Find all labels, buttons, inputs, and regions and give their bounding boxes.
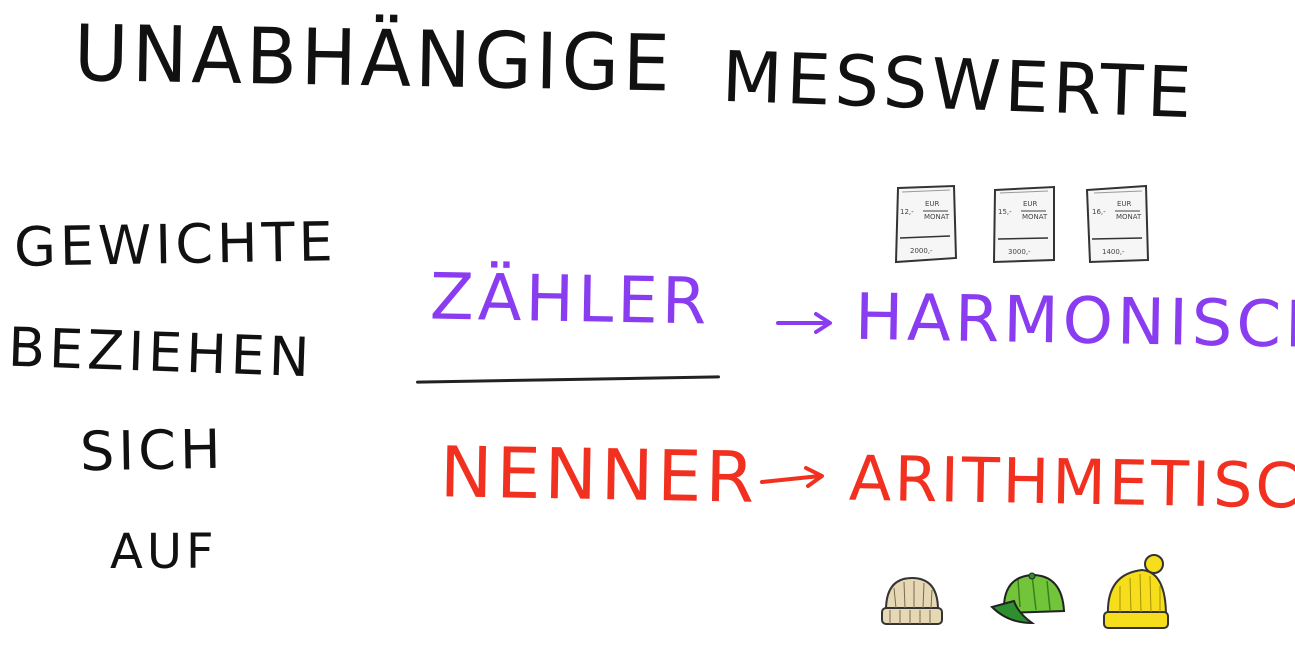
cap-icon — [990, 572, 1066, 625]
receipt-icon: 16,- EUR MONAT 1400,- — [1085, 184, 1150, 264]
side-text-line-1: GEWICHTE — [13, 210, 338, 279]
title-line-2: MESSWERTE — [720, 35, 1197, 135]
receipt-2-total: 3000,- — [1008, 248, 1031, 256]
fraction-line — [415, 375, 721, 384]
side-text-line-2: BEZIEHEN — [7, 315, 315, 390]
denominator-result: ARITHMETISCH — [848, 441, 1295, 524]
side-text-line-3: SICH — [79, 417, 226, 484]
receipt-1-unit-bottom: MONAT — [924, 213, 950, 221]
numerator-result: HARMONISCH — [854, 280, 1295, 364]
arrow-right-icon — [776, 312, 832, 334]
receipt-3-unit-top: EUR — [1117, 200, 1132, 208]
receipt-1-unit-top: EUR — [925, 200, 940, 208]
receipt-3-amount: 16,- — [1092, 208, 1106, 216]
receipt-2-unit-top: EUR — [1023, 200, 1038, 208]
receipt-3-total: 1400,- — [1102, 248, 1125, 256]
beanie-hat-icon — [881, 576, 943, 625]
receipt-icon: 12,- EUR MONAT 2000,- — [894, 184, 958, 264]
title-line-1: UNABHÄNGIGE — [73, 8, 675, 110]
denominator-label: NENNER — [439, 431, 759, 519]
arrow-right-icon — [760, 466, 824, 488]
receipt-1-amount: 12,- — [900, 208, 914, 216]
numerator-label: ZÄHLER — [429, 260, 711, 340]
side-text-line-4: AUF — [110, 524, 218, 580]
pompom-hat-icon — [1103, 554, 1169, 629]
receipt-icon: 15,- EUR MONAT 3000,- — [992, 185, 1055, 264]
receipt-2-unit-bottom: MONAT — [1022, 213, 1048, 221]
receipt-2-amount: 15,- — [998, 208, 1012, 216]
receipt-1-total: 2000,- — [910, 247, 933, 255]
receipt-3-unit-bottom: MONAT — [1116, 213, 1142, 221]
